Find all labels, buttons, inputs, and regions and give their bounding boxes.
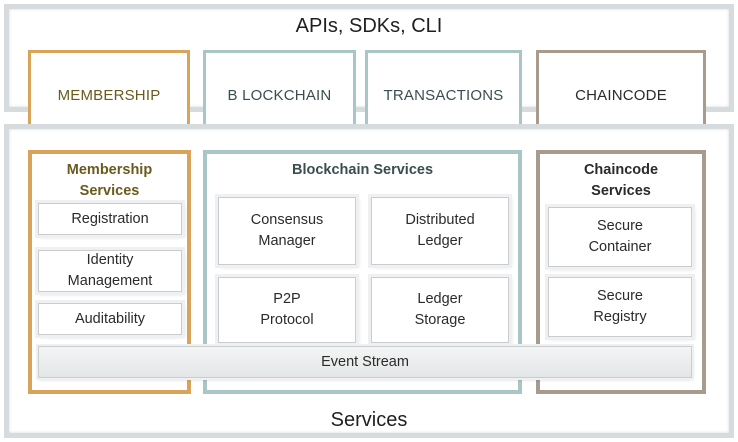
consensus-manager-box: Consensus Manager — [218, 197, 356, 265]
p2p-protocol-box: P2P Protocol — [218, 277, 356, 343]
secure-registry-box: Secure Registry — [548, 277, 692, 337]
ledger-storage-box: Ledger Storage — [371, 277, 509, 343]
registration-box: Registration — [38, 203, 182, 235]
blockchain-tab-label: B LOCKCHAIN — [227, 86, 332, 104]
chaincode-tab-label: CHAINCODE — [575, 86, 667, 104]
secure-container-box: Secure Container — [548, 207, 692, 267]
identity-management-box: Identity Management — [38, 250, 182, 292]
blockchain-services-title: Blockchain Services — [291, 162, 434, 178]
membership-tab-label: MEMBERSHIP — [57, 86, 161, 104]
chaincode-services-title: Chaincode Services — [583, 162, 659, 199]
transactions-tab-label: TRANSACTIONS — [383, 86, 504, 104]
event-stream-label: Event Stream — [321, 354, 409, 370]
apis-layer-title: APIs, SDKs, CLI — [295, 15, 443, 37]
services-layer-title: Services — [330, 409, 408, 431]
distributed-ledger-box: Distributed Ledger — [371, 197, 509, 265]
event-stream-bar: Event Stream — [38, 346, 692, 378]
auditability-box: Auditability — [38, 303, 182, 335]
membership-services-title: Membership Services — [66, 162, 153, 199]
